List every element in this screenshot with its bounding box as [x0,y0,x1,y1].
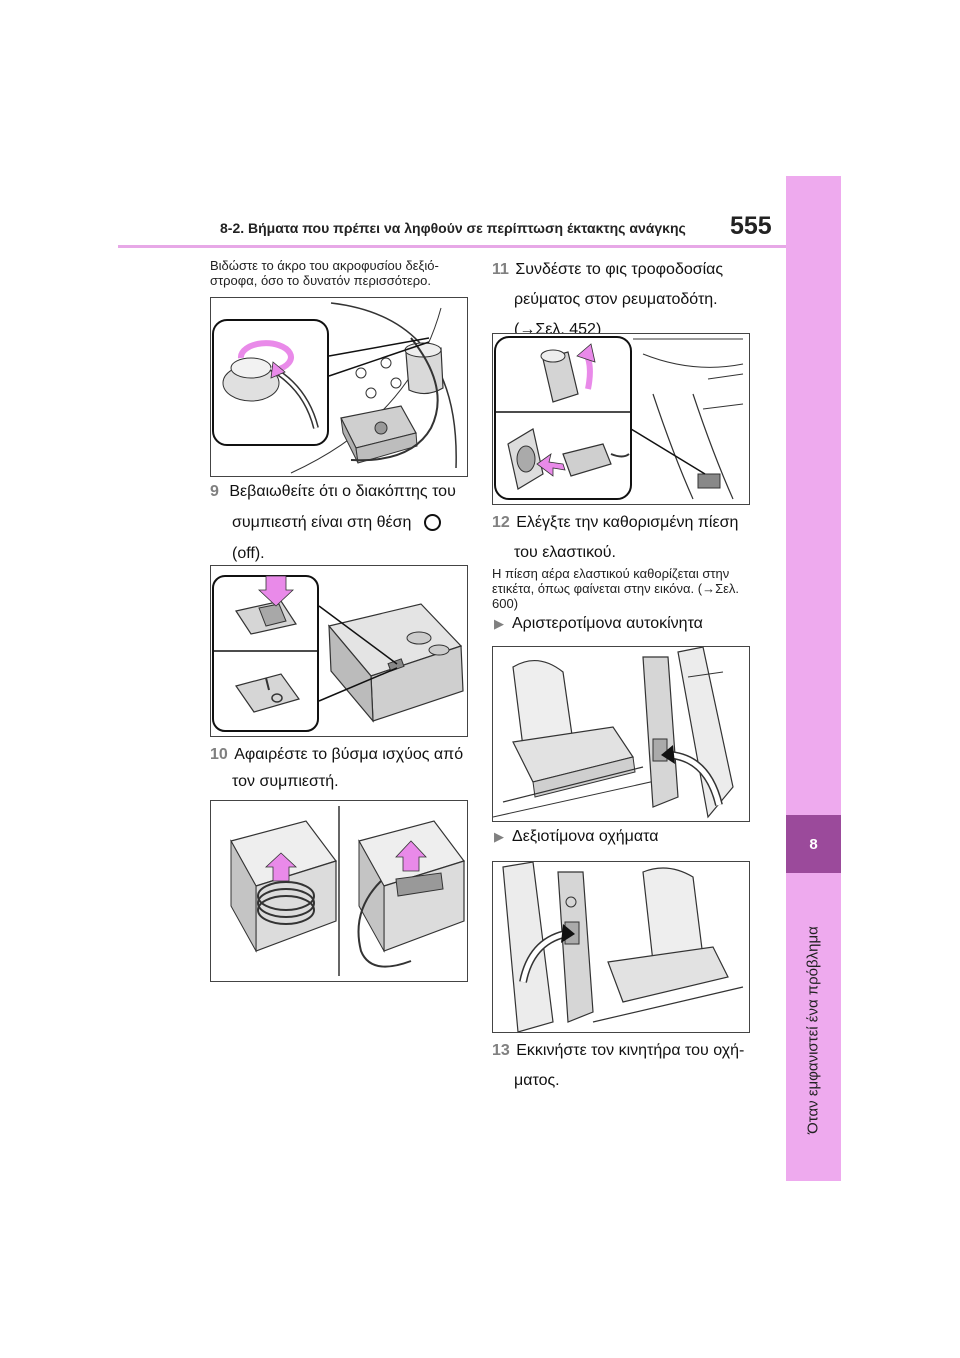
step-text-line: του ελαστικού. [514,544,616,561]
step-text-line: ρεύματος στον ρευματοδότη. [514,291,718,308]
triangle-bullet-icon: ▶ [494,616,504,631]
step-text-line: ματος. [514,1072,560,1089]
tire-pressure-note: Η πίεση αέρα ελαστικού καθορίζεται στην … [492,566,740,611]
figure-power-outlet [492,333,750,505]
step-11: 11 Συνδέστε το φις τροφοδοσίας ρεύματος … [492,256,772,343]
figure-label-rhd [492,861,750,1033]
step-number: 9 [210,483,219,500]
step-10: 10 Αφαιρέστε το βύσμα ισχύος από τον συμ… [210,741,472,795]
figure-label-lhd [492,646,750,822]
step-text-line: Εκκινήστε τον κινητήρα του οχή- [516,1042,745,1059]
off-symbol-icon [423,514,441,532]
step-text-line: Βεβαιωθείτε ότι ο διακόπτης του [229,483,456,500]
header-rule [118,245,786,248]
step-text-line: Αφαιρέστε το βύσμα ισχύος από [234,746,464,763]
figure-switch-off [210,565,468,737]
step-number: 13 [492,1042,510,1059]
step-text-line: Ελέγξτε την καθορισμένη πίεση [516,514,739,531]
chapter-title: Όταν εμφανιστεί ένα πρόβλημα [804,926,822,1134]
section-title: 8-2. Βήματα που πρέπει να ληφθούν σε περ… [220,220,686,236]
step-number: 12 [492,514,510,531]
step-number: 11 [492,261,509,278]
page-number: 555 [730,212,772,240]
step-text-line: συμπιεστή είναι στη θέση [232,514,412,531]
step-13: 13 Εκκινήστε τον κινητήρα του οχή- ματος… [492,1037,772,1094]
step-number: 10 [210,746,228,763]
nozzle-note: Βιδώστε το άκρο του ακροφυσίου δεξιό-στρ… [210,258,439,288]
step-text-line: (off). [232,545,265,562]
variant-lhd: ▶Αριστεροτίμονα αυτοκίνητα [494,615,703,632]
step-text-line: τον συμπιεστή. [232,773,339,790]
chapter-number-tab: 8 [786,815,841,873]
step-9: 9 Βεβαιωθείτε ότι ο διακόπτης του συμπιε… [210,478,470,567]
step-12: 12 Ελέγξτε την καθορισμένη πίεση του ελα… [492,509,772,566]
triangle-bullet-icon: ▶ [494,829,504,844]
figure-nozzle-tighten [210,297,468,477]
figure-remove-plug [210,800,468,982]
chapter-side-strip [786,176,841,1181]
variant-rhd: ▶Δεξιοτίμονα οχήματα [494,828,659,845]
step-text-line: Συνδέστε το φις τροφοδοσίας [515,261,724,278]
